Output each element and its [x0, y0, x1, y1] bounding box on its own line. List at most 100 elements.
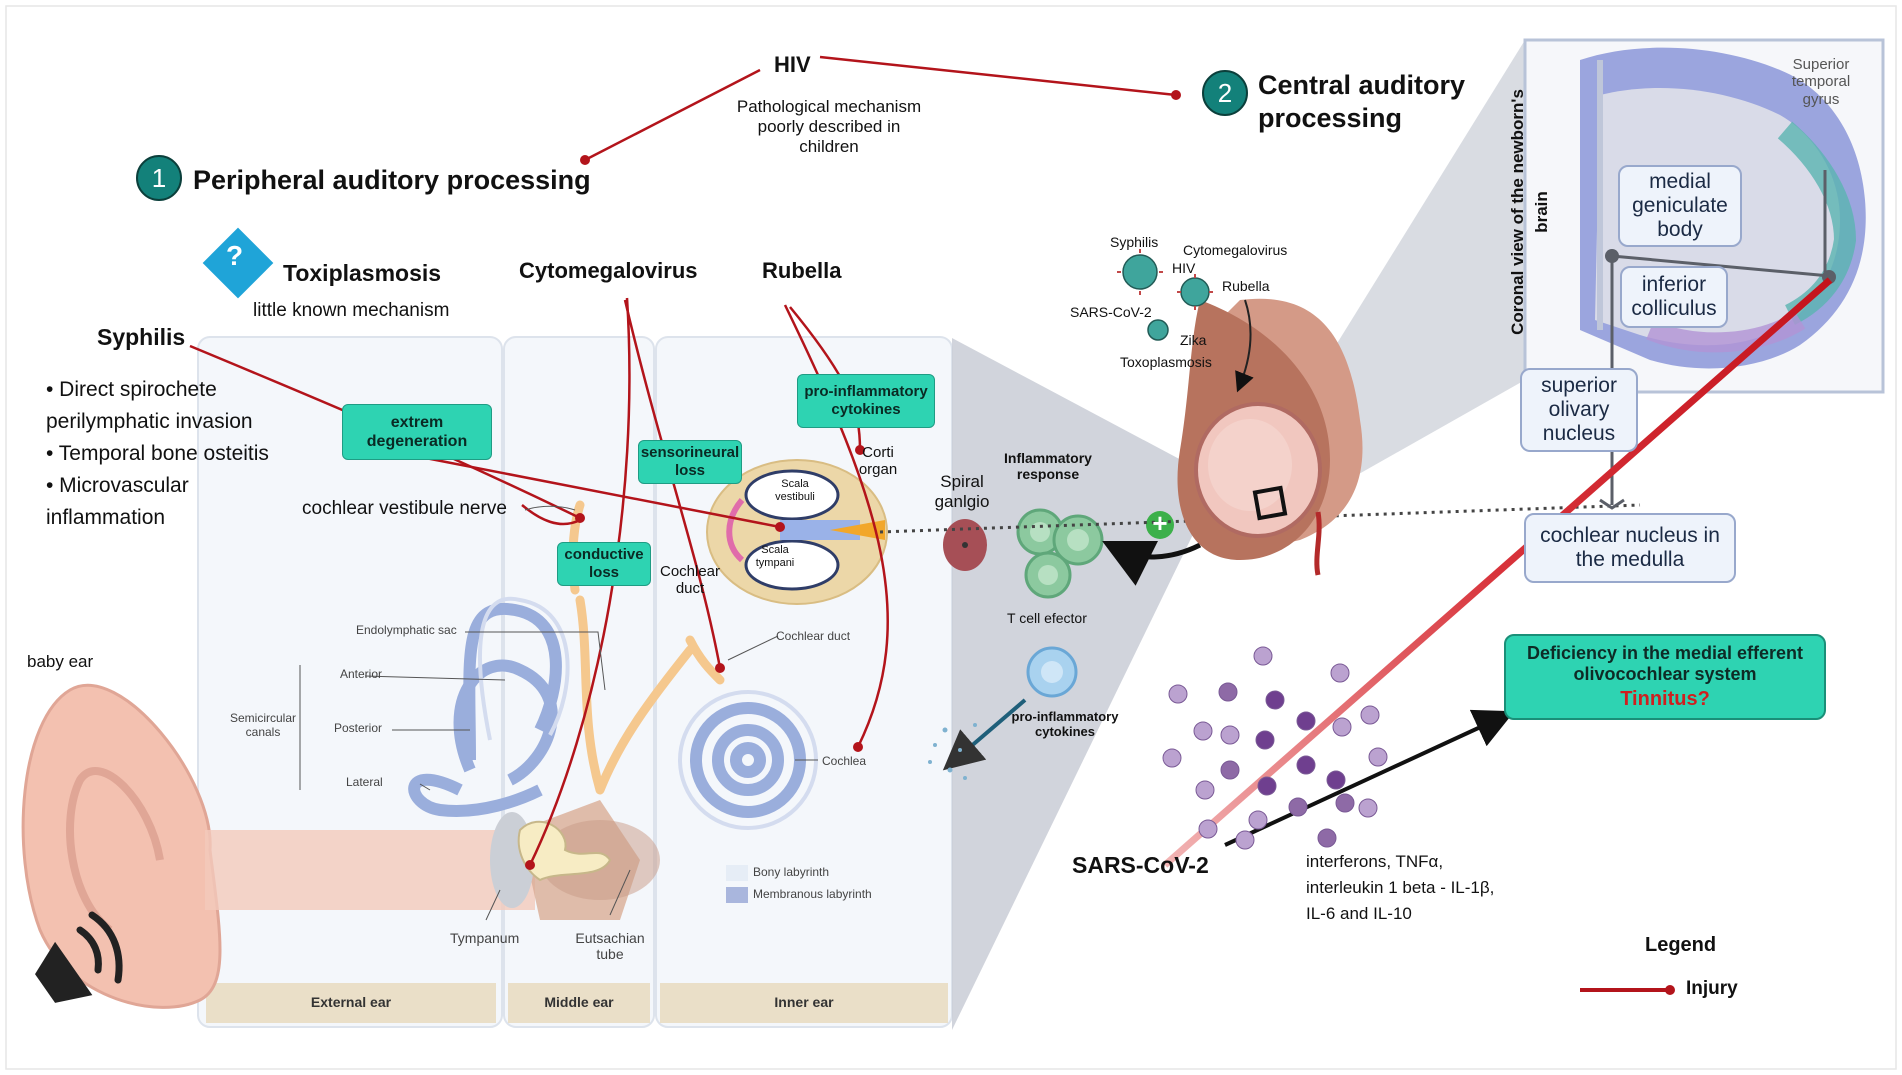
t-cell-cluster [1016, 508, 1104, 599]
virus-toxo-label: Toxoplasmosis [1120, 354, 1212, 370]
inner-ear-label: Inner ear [774, 994, 834, 1010]
membranous-labyrinth-label: Membranous labyrinth [753, 887, 872, 901]
question-glyph: ? [226, 240, 244, 271]
external-ear-footer [206, 983, 496, 1023]
particle-cloud [1162, 646, 1388, 850]
central-number-badge: 2 [1202, 70, 1248, 116]
middle-ear-panel [503, 336, 655, 1028]
sars-title: SARS-CoV-2 [1072, 852, 1209, 878]
rubella-title: Rubella [762, 258, 842, 283]
virus-syphilis-label: Syphilis [1110, 234, 1159, 250]
posterior-label: Posterior [334, 721, 383, 735]
sars-to-deficiency-arrow [1224, 709, 1515, 847]
feedback-arrow [1102, 541, 1202, 586]
cochlear-cross-section [706, 459, 888, 605]
toxo-title: Toxiplasmosis [283, 260, 442, 286]
plus-icon: + [1152, 508, 1168, 538]
deficiency-line1: Deficiency in the medial efferent [1526, 643, 1804, 664]
deficiency-line2: olivocochlear system [1573, 664, 1757, 684]
ossicles [517, 820, 612, 882]
plus-circle [1146, 511, 1174, 539]
virus-sars-label: SARS-CoV-2 [1070, 304, 1152, 320]
virus-rubella-label: Rubella [1222, 278, 1270, 294]
sars-injury-line [1162, 277, 1833, 868]
sars-cytokine-line3: IL-6 and IL-10 [1306, 904, 1412, 923]
legend-injury-label: Injury [1686, 978, 1738, 999]
label-pointers [299, 505, 818, 921]
hiv-title: HIV [774, 52, 811, 77]
question-diamond-icon [202, 227, 274, 299]
hiv-note-line3: children [799, 137, 859, 156]
deficiency-box: Deficiency in the medial efferent olivoc… [1504, 634, 1826, 720]
outer-frame [5, 5, 1897, 1070]
sars-cytokine-line1: interferons, TNFα, [1306, 852, 1444, 871]
virus-hiv-label: HIV [1172, 260, 1196, 276]
bony-swatch [726, 865, 748, 881]
auditory-nerve [575, 595, 725, 795]
hiv-note-line2: poorly described in [757, 117, 901, 136]
toxo-note: little known mechanism [253, 300, 450, 321]
bony-labyrinth-label: Bony labyrinth [753, 865, 830, 879]
external-ear-label: External ear [310, 994, 392, 1010]
virus-zika-label: Zika [1180, 332, 1207, 348]
peripheral-title: Peripheral auditory processing [193, 165, 591, 195]
central-title-line1: Central auditory [1258, 70, 1466, 100]
inner-ear-footer [660, 983, 948, 1023]
central-title-line2: processing [1258, 103, 1403, 133]
zoom-funnel [952, 338, 1200, 1030]
hiv-note-line1: Pathological mechanism [736, 97, 922, 116]
lateral-label: Lateral [346, 775, 383, 789]
syphilis-bullet-1: • Direct spirochete [46, 378, 217, 401]
dotted-pathway [879, 503, 1641, 534]
cochlear-vestibule-nerve-label: cochlear vestibule nerve [302, 498, 507, 519]
baby-ear-label: baby ear [27, 652, 94, 671]
injury-dots [525, 90, 1181, 870]
brain-vertical-title-line1: Coronal view of the newborn's [1508, 89, 1528, 335]
cmv-title: Cytomegalovirus [519, 258, 698, 283]
syphilis-bullet-3: • Microvascular [46, 474, 189, 497]
membranous-swatch [726, 887, 748, 903]
brain-pathway-lines [1599, 170, 1831, 510]
cytokine-dots [928, 723, 977, 780]
infection-arrow [1235, 299, 1254, 393]
syphilis-title: Syphilis [97, 324, 186, 350]
middle-ear-footer [508, 983, 650, 1023]
peripheral-number-badge: 1 [136, 155, 182, 201]
sars-cytokine-line2: interleukin 1 beta - IL-1β, [1306, 878, 1495, 897]
virus-spikes [1117, 249, 1213, 310]
tympanum-label: Tympanum [450, 930, 520, 946]
syphilis-bullet-2: • Temporal bone osteitis [46, 442, 269, 465]
t-cell-label: T cell efector [1007, 610, 1087, 626]
inner-ear-labyrinth [408, 602, 806, 818]
middle-ear-label: Middle ear [544, 994, 614, 1010]
mgb-node [1605, 249, 1619, 263]
virus-cmv-label: Cytomegalovirus [1183, 242, 1288, 258]
tinnitus-label: Tinnitus? [1620, 687, 1710, 710]
syphilis-bullet-1b: perilymphatic invasion [46, 410, 253, 433]
anterior-label: Anterior [340, 667, 383, 681]
legend-title: Legend [1645, 934, 1717, 956]
cytokine-arrow [942, 698, 1027, 771]
cochlea-label: Cochlea [822, 754, 867, 768]
endolymphatic-sac-label: Endolymphatic sac [356, 623, 457, 637]
cochlear-duct-b-label: Cochlear duct [776, 629, 851, 643]
brain-vertical-title-line2: brain [1532, 191, 1552, 233]
